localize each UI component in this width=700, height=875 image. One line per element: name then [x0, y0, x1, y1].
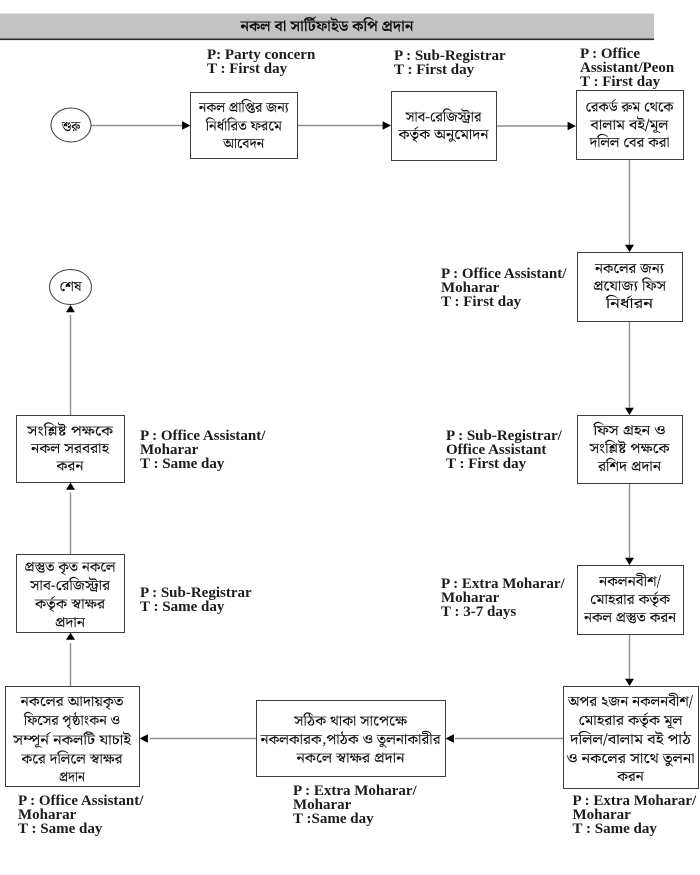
svg-text:T : First day: T : First day — [580, 74, 661, 90]
svg-text:P : Sub-Registrar/: P : Sub-Registrar/ — [446, 428, 563, 444]
svg-text:T : First day: T : First day — [207, 61, 288, 77]
svg-text:P : Extra Moharar/: P : Extra Moharar/ — [293, 783, 418, 799]
svg-text:T : Same day: T : Same day — [140, 456, 225, 472]
svg-text:T : 3-7 days: T : 3-7 days — [441, 604, 516, 620]
svg-text:P : Sub-Registrar: P : Sub-Registrar — [140, 585, 252, 601]
svg-text:Assistant/Peon: Assistant/Peon — [580, 60, 675, 76]
svg-text:T : First day: T : First day — [394, 62, 475, 78]
svg-text:Moharar: Moharar — [573, 807, 632, 823]
svg-text:P : Sub-Registrar: P : Sub-Registrar — [394, 48, 506, 64]
svg-text:P : Office: P : Office — [580, 46, 640, 62]
svg-text:P : Office Assistant/: P : Office Assistant/ — [441, 266, 567, 282]
svg-text:P : Extra Moharar/: P : Extra Moharar/ — [441, 576, 566, 592]
svg-text:Moharar: Moharar — [18, 807, 77, 823]
svg-text:Moharar: Moharar — [441, 280, 500, 296]
svg-text:T :Same day: T :Same day — [293, 811, 374, 827]
svg-text:Moharar: Moharar — [140, 442, 199, 458]
svg-text:T : Same day: T : Same day — [573, 821, 658, 837]
svg-text:T : First day: T : First day — [441, 294, 522, 310]
svg-text:Office Assistant: Office Assistant — [446, 442, 546, 458]
svg-text:P : Extra Moharar/: P : Extra Moharar/ — [573, 793, 698, 809]
svg-text:T : Same day: T : Same day — [18, 821, 103, 837]
svg-text:P: Party concern: P: Party concern — [207, 47, 316, 63]
svg-text:T : Same day: T : Same day — [140, 599, 225, 615]
svg-text:P : Office Assistant/: P : Office Assistant/ — [18, 793, 144, 809]
svg-text:P : Office Assistant/: P : Office Assistant/ — [140, 428, 266, 444]
svg-text:T : First day: T : First day — [446, 456, 527, 472]
svg-text:Moharar: Moharar — [441, 590, 500, 606]
svg-text:Moharar: Moharar — [293, 797, 352, 813]
